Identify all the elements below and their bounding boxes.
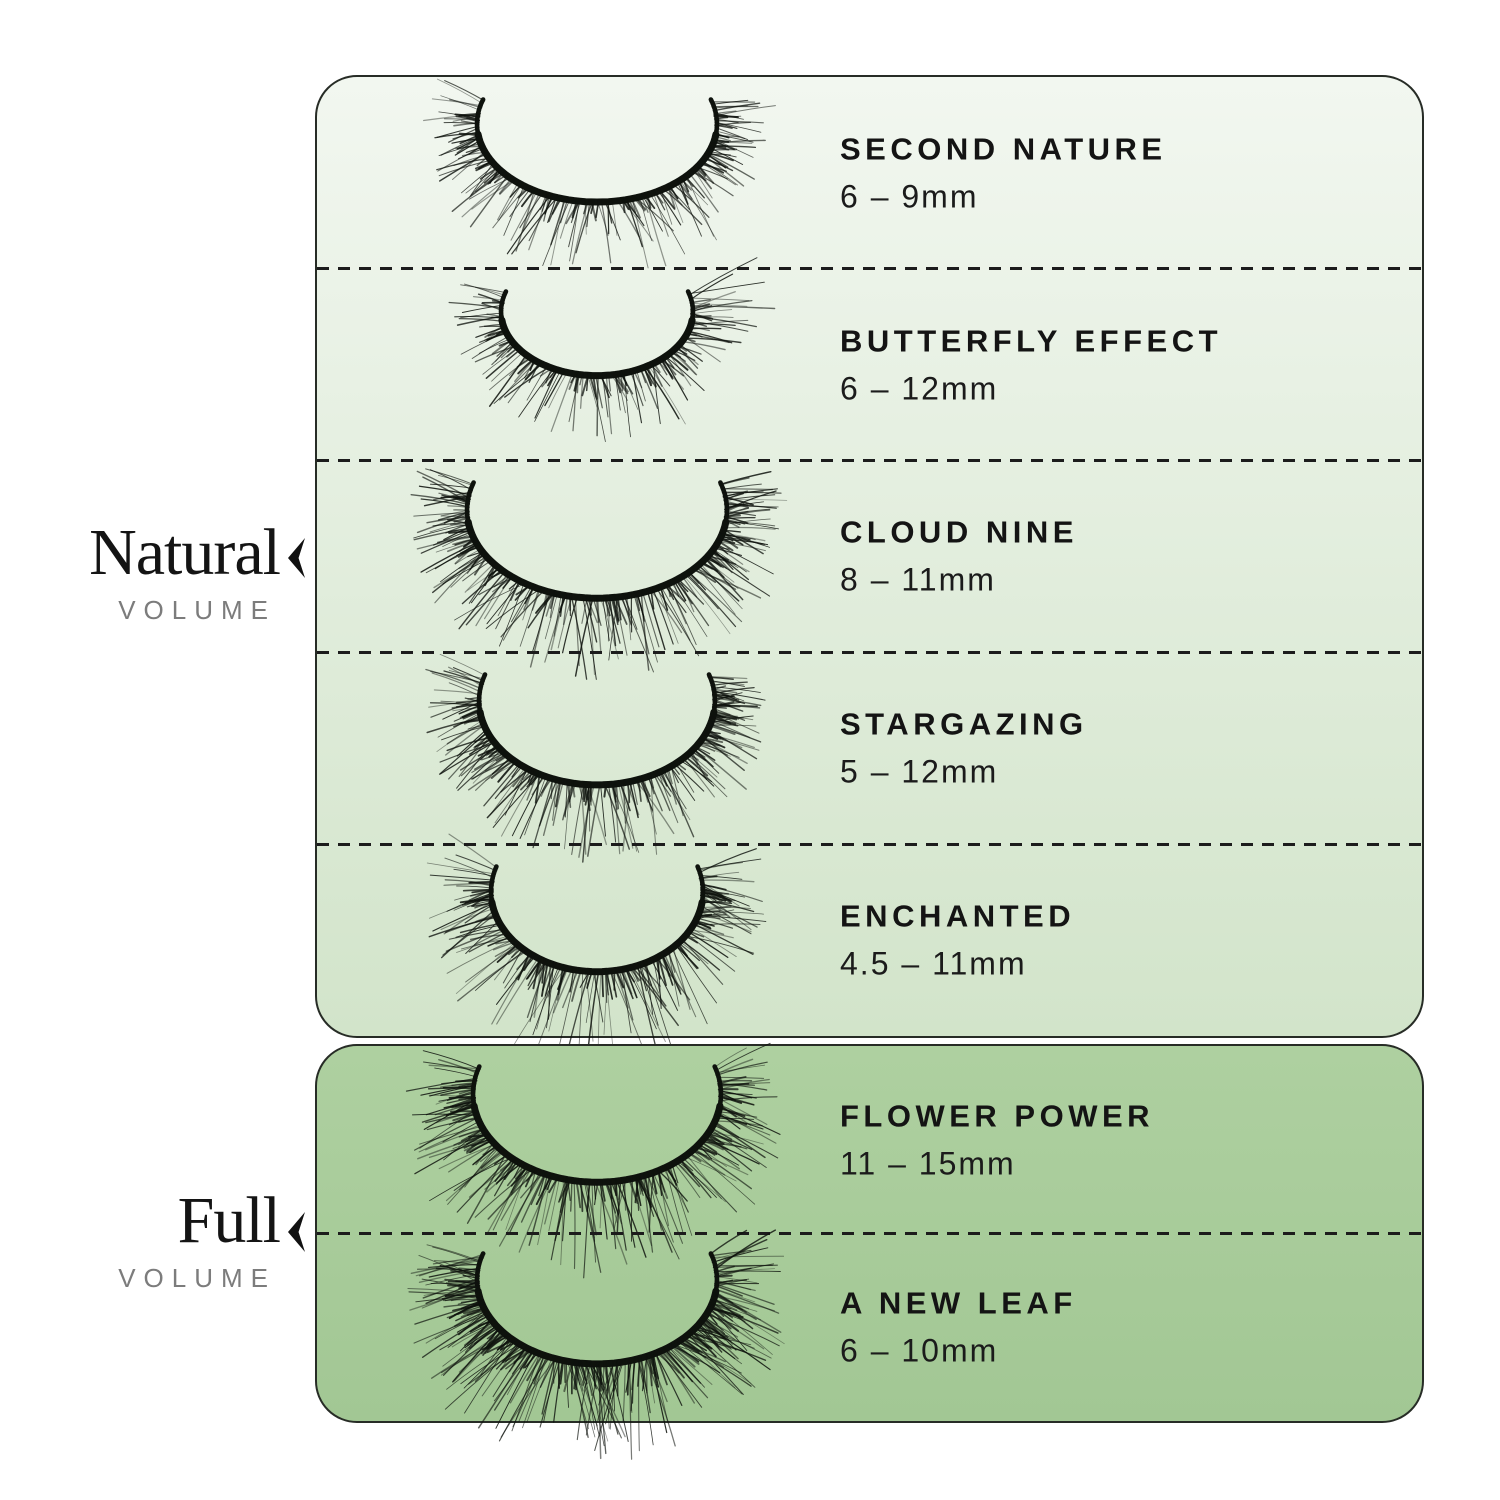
lash-size-range: 6 – 9mm bbox=[840, 178, 979, 215]
row-stargazing: STARGAZING 5 – 12mm bbox=[317, 650, 1422, 863]
lash-name: CLOUD NINE bbox=[840, 514, 1078, 550]
lash-illustration-flower-power bbox=[397, 1042, 797, 1279]
lash-info: FLOWER POWER 11 – 15mm bbox=[840, 1100, 1154, 1179]
lash-drawing bbox=[405, 1042, 781, 1279]
lash-size-range: 4.5 – 11mm bbox=[840, 945, 1027, 982]
lash-drawing bbox=[407, 1229, 785, 1461]
lash-size-range: 8 – 11mm bbox=[840, 561, 996, 598]
lash-name: A NEW LEAF bbox=[840, 1285, 1077, 1321]
lash-drawing bbox=[410, 468, 788, 681]
lash-illustration-butterfly-effect bbox=[397, 256, 797, 486]
lash-illustration-second-nature bbox=[397, 78, 797, 294]
lash-size-range: 6 – 10mm bbox=[840, 1332, 999, 1369]
lash-info: ENCHANTED 4.5 – 11mm bbox=[840, 901, 1075, 980]
row-a-new-leaf: A NEW LEAF 6 – 10mm bbox=[317, 1229, 1422, 1461]
lash-illustration-cloud-nine bbox=[397, 463, 797, 681]
lash-drawing bbox=[425, 654, 766, 863]
lash-illustration-stargazing bbox=[397, 654, 797, 870]
lash-size-range: 5 – 12mm bbox=[840, 753, 999, 790]
row-flower-power: FLOWER POWER 11 – 15mm bbox=[317, 1042, 1422, 1279]
lash-drawing bbox=[423, 78, 776, 269]
full-pointer-icon bbox=[288, 1212, 305, 1252]
lash-illustration-enchanted bbox=[397, 833, 797, 1069]
lash-drawing bbox=[426, 833, 767, 1069]
lash-illustration-a-new-leaf bbox=[397, 1229, 797, 1461]
row-enchanted: ENCHANTED 4.5 – 11mm bbox=[317, 833, 1422, 1069]
lash-info: STARGAZING 5 – 12mm bbox=[840, 709, 1088, 788]
row-cloud-nine: CLOUD NINE 8 – 11mm bbox=[317, 459, 1422, 681]
natural-volume-label: Natural VOLUME bbox=[40, 516, 281, 626]
lash-name: BUTTERFLY EFFECT bbox=[840, 323, 1223, 359]
natural-volume-subtext: VOLUME bbox=[118, 595, 276, 625]
full-volume-label: Full VOLUME bbox=[40, 1184, 281, 1294]
full-volume-subtext: VOLUME bbox=[118, 1263, 276, 1293]
lash-name: SECOND NATURE bbox=[840, 131, 1167, 167]
lash-size-range: 6 – 12mm bbox=[840, 370, 999, 407]
full-volume-panel: FLOWER POWER 11 – 15mm A NEW LEAF 6 – 10… bbox=[315, 1042, 1424, 1461]
lash-info: CLOUD NINE 8 – 11mm bbox=[840, 517, 1078, 596]
lash-name: ENCHANTED bbox=[840, 898, 1076, 934]
natural-volume-panel: SECOND NATURE 6 – 9mm BUTTERFLY EFFECT 6… bbox=[315, 75, 1424, 1069]
lash-name: FLOWER POWER bbox=[840, 1098, 1155, 1134]
natural-pointer-icon bbox=[288, 538, 305, 578]
lash-name: STARGAZING bbox=[840, 706, 1088, 742]
lash-size-range: 11 – 15mm bbox=[840, 1145, 1016, 1182]
row-second-nature: SECOND NATURE 6 – 9mm bbox=[317, 77, 1422, 269]
lash-info: BUTTERFLY EFFECT 6 – 12mm bbox=[840, 325, 1222, 404]
full-label-text: Full bbox=[177, 1184, 281, 1257]
natural-label-text: Natural bbox=[89, 516, 281, 589]
lash-drawing bbox=[448, 256, 776, 442]
lash-info: SECOND NATURE 6 – 9mm bbox=[840, 133, 1167, 212]
row-butterfly-effect: BUTTERFLY EFFECT 6 – 12mm bbox=[317, 256, 1422, 461]
lash-info: A NEW LEAF 6 – 10mm bbox=[840, 1288, 1077, 1367]
